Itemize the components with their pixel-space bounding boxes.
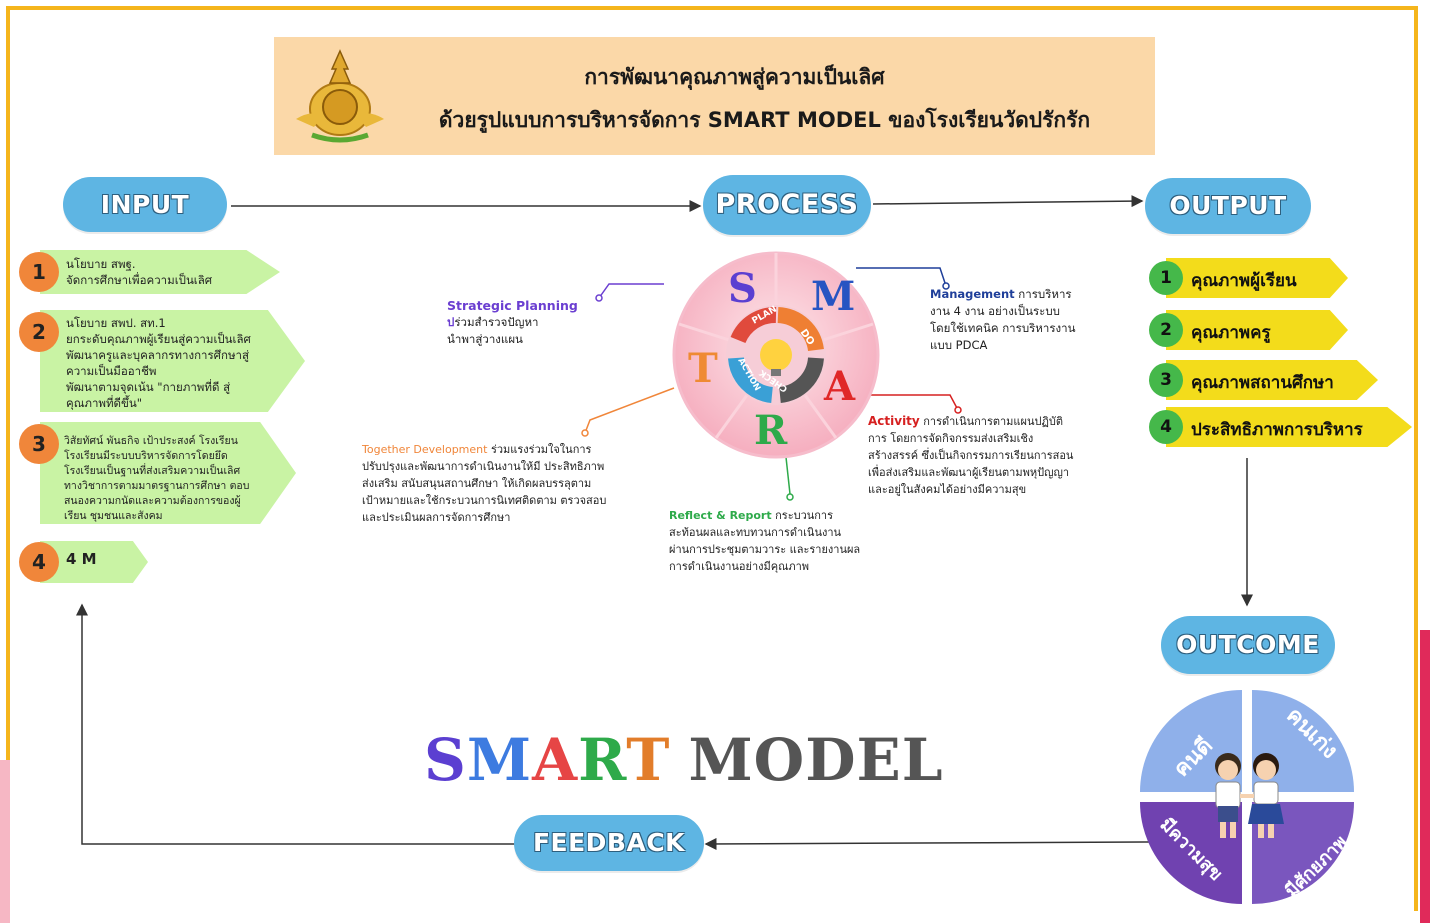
input-item-3-number: 3 [19,424,59,464]
strategic-planning-text: ร่วมสำรวจปัญหา นำพาสู่วางแผน [447,315,539,346]
outcome-quadrants: คนดี คนเก่ง มีความสุข มีศักยภาพ [1140,690,1354,904]
activity-text: การดำเนินการตามแผนปฏิบัติ การ โดยการจัดก… [868,415,1074,496]
quadrant-bottom-right [1252,802,1354,904]
strategic-planning-key: Strategic Planning [447,298,578,313]
page-title-line1: การพัฒนาคุณภาพสู่ความเป็นเลิศ [584,65,885,89]
reflect-text: กระบวนการ สะท้อนผลและทบทวนการดำเนินงาน ผ… [669,509,861,573]
output-item-3-text: คุณภาพสถานศึกษา [1191,373,1334,393]
output-item-2-number: 2 [1149,313,1183,347]
wheel-letter-t: T [688,345,718,392]
corner-decoration-left [0,760,10,923]
output-item-3-number: 3 [1149,363,1183,397]
input-item-1-arrow [40,250,280,294]
input-item-2-text: นโยบาย สพป. สท.1 ยกระดับคุณภาพผู้เรียนสู… [66,316,251,410]
output-item-1-arrow [1166,258,1348,298]
outer-frame [6,6,1418,911]
students-icon [1215,753,1284,838]
input-item-2-number: 2 [19,312,59,352]
wheel-letter-r: R [754,407,788,454]
output-item-4-text: ประสิทธิภาพการบริหาร [1191,420,1363,440]
input-item-3-text: วิสัยทัศน์ พันธกิจ เป้าประสงค์ โรงเรียน … [64,435,250,522]
input-item-3-arrow [40,422,296,524]
page-title-line2: ด้วยรูปแบบการบริหารจัดการ SMART MODEL ขอ… [438,108,1091,132]
model-word: MODEL [688,726,944,794]
feedback-stage-pill: FEEDBACK [514,815,704,871]
output-item-1-text: คุณภาพผู้เรียน [1191,271,1297,291]
output-item-2-text: คุณภาพครู [1191,323,1271,343]
activity-desc: Activity การดำเนินการตามแผนปฏิบัติ การ โ… [868,413,1073,498]
title-banner: การพัฒนาคุณภาพสู่ความเป็นเลิศ ด้วยรูปแบบ… [274,37,1155,155]
input-item-4-number: 4 [19,542,59,582]
together-text: ร่วมแรงร่วมใจในการ ปรับปรุงและพัฒนาการดำ… [362,443,607,524]
wheel-letter-s: S [728,265,757,312]
wheel-letter-m: M [811,273,855,320]
management-key: Management [930,287,1015,301]
output-item-1-number: 1 [1149,261,1183,295]
corner-decoration-right [1420,630,1430,923]
output-item-2-arrow [1166,310,1348,350]
strategic-lead: ป [447,315,455,329]
output-stage-pill: OUTPUT [1145,178,1311,234]
output-item-3-arrow [1166,360,1378,400]
smart-letter-a: A [532,726,579,794]
outcome-stage-pill: OUTCOME [1161,616,1335,674]
reflect-key: Reflect & Report [669,509,772,522]
input-item-1-number: 1 [19,252,59,292]
together-key: Together Development [362,443,488,456]
together-desc: Together Development ร่วมแรงร่วมใจในการ … [362,441,606,526]
output-item-4-arrow [1166,407,1412,447]
strategic-planning-desc: Strategic Planning ปร่วมสำรวจปัญหา นำพาส… [447,297,578,348]
smart-wheel: PLAN DO CHECK ACTION S M A R T [672,251,880,459]
activity-key: Activity [868,414,920,428]
quadrant-bottom-left [1140,802,1242,904]
process-stage-pill: PROCESS [703,175,871,235]
wheel-letter-a: A [823,363,856,410]
smart-letter-s: S [424,726,467,794]
input-item-2-arrow [40,310,305,412]
smart-letter-r: R [578,726,627,794]
output-item-4-number: 4 [1149,410,1183,444]
input-item-4-text: 4 M [66,550,97,568]
reflect-desc: Reflect & Report กระบวนการ สะท้อนผลและทบ… [669,507,860,575]
smart-letter-m: M [466,726,533,794]
school-emblem-icon [296,49,384,143]
management-desc: Management การบริหาร งาน 4 งาน อย่างเป็น… [930,286,1075,354]
input-stage-pill: INPUT [63,177,227,232]
input-item-1-text: นโยบาย สพฐ. จัดการศึกษาเพื่อความเป็นเลิศ [66,257,213,287]
management-text: การบริหาร งาน 4 งาน อย่างเป็นระบบ โดยใช้… [930,287,1076,352]
smart-letter-t: T [626,726,671,794]
